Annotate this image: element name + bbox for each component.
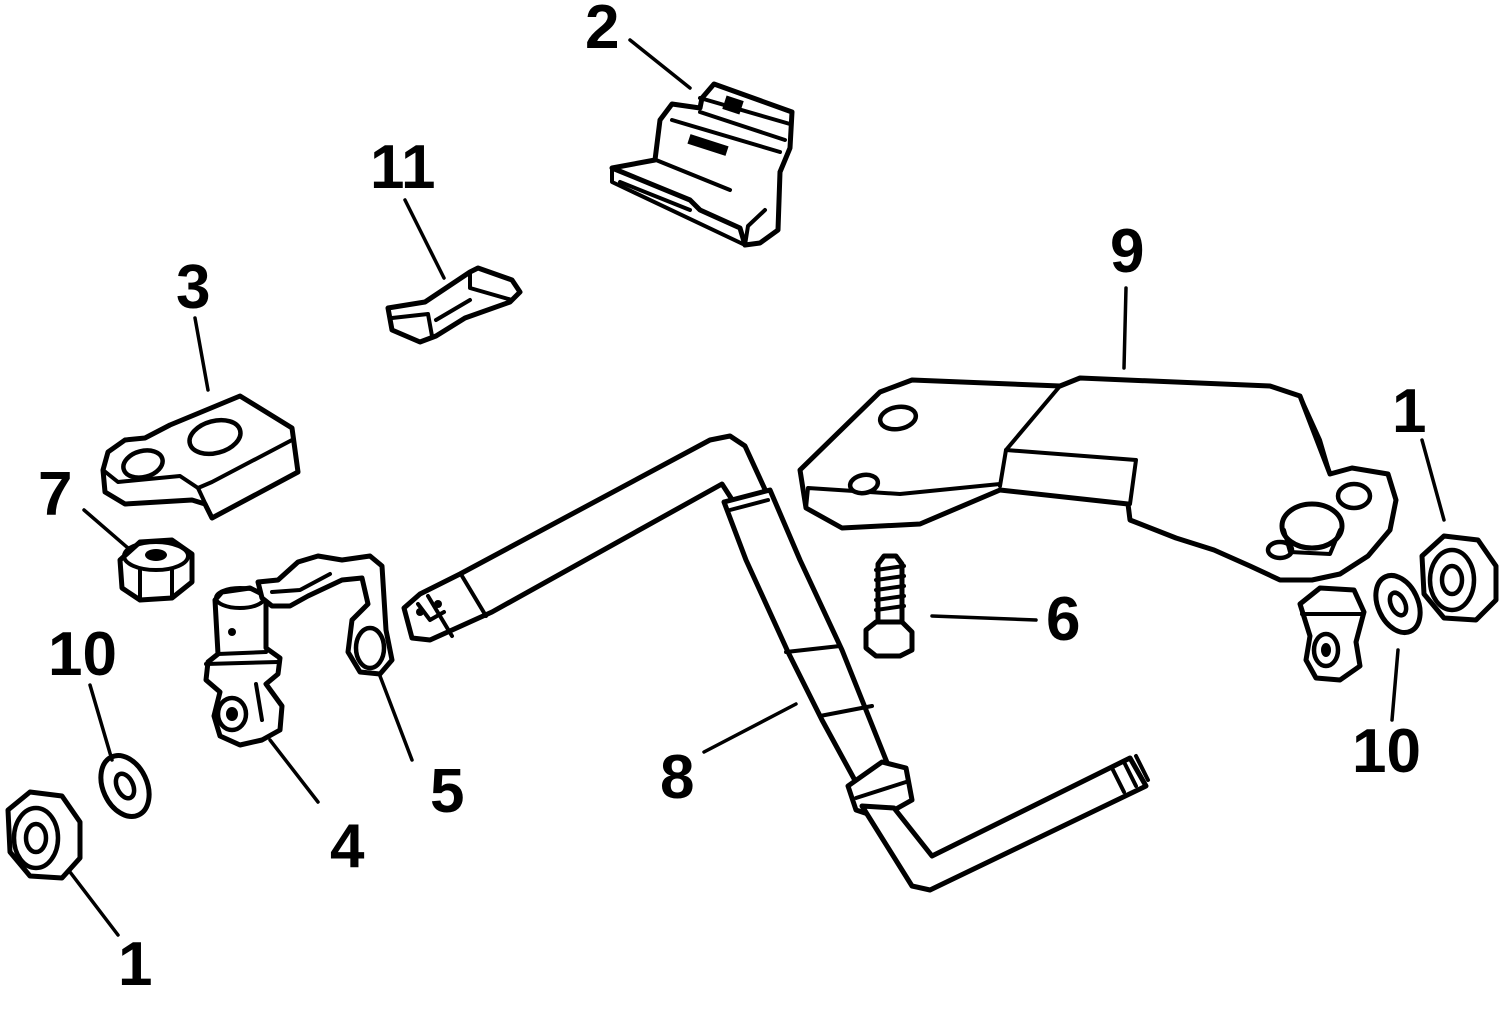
leader-3 (193, 316, 210, 392)
leader-lines (68, 38, 1446, 937)
part-9-lever-arm (797, 375, 1399, 583)
callout-5: 5 (430, 757, 464, 826)
leader-2 (628, 38, 692, 90)
leader-10-left (88, 683, 114, 762)
part-10-washer-left (98, 753, 152, 819)
callout-2: 2 (585, 0, 619, 62)
leader-11 (403, 198, 446, 280)
leader-6 (930, 614, 1038, 622)
part-7-nut (117, 537, 195, 603)
part-6-bolt (863, 553, 915, 659)
callout-4: 4 (330, 812, 365, 881)
callout-7: 7 (38, 460, 72, 529)
callout-8: 8 (660, 743, 694, 812)
leader-7 (82, 508, 130, 550)
callout-labels: 2 11 3 7 10 1 4 5 8 6 9 1 10 (38, 0, 1426, 999)
callout-3: 3 (176, 253, 210, 322)
callout-11: 11 (370, 133, 436, 202)
leader-4 (268, 738, 320, 804)
callout-6: 6 (1046, 585, 1080, 654)
part-10-washer-right (1373, 573, 1423, 635)
part-3-block-bracket (100, 393, 301, 521)
callout-10-right: 10 (1352, 717, 1421, 786)
callout-1-left: 1 (118, 930, 152, 999)
leader-9 (1122, 286, 1128, 370)
part-5-hairpin-clip (255, 553, 395, 677)
callout-10-left: 10 (48, 620, 117, 689)
part-4-ball-socket-right (1297, 585, 1367, 683)
leader-5 (378, 674, 414, 762)
callout-9: 9 (1110, 217, 1144, 286)
part-8-control-rod (401, 433, 1150, 893)
part-1-nut-left (5, 789, 83, 881)
part-4-ball-socket (203, 585, 285, 748)
part-2-bracket-clip (609, 81, 795, 248)
leader-1-right (1420, 438, 1446, 522)
part-11-small-clip (385, 265, 523, 345)
leader-10-right (1390, 648, 1400, 722)
callout-1-right: 1 (1392, 377, 1426, 446)
leader-1-left (68, 870, 120, 937)
part-1-nut-right (1419, 533, 1499, 623)
leader-8 (702, 702, 798, 754)
